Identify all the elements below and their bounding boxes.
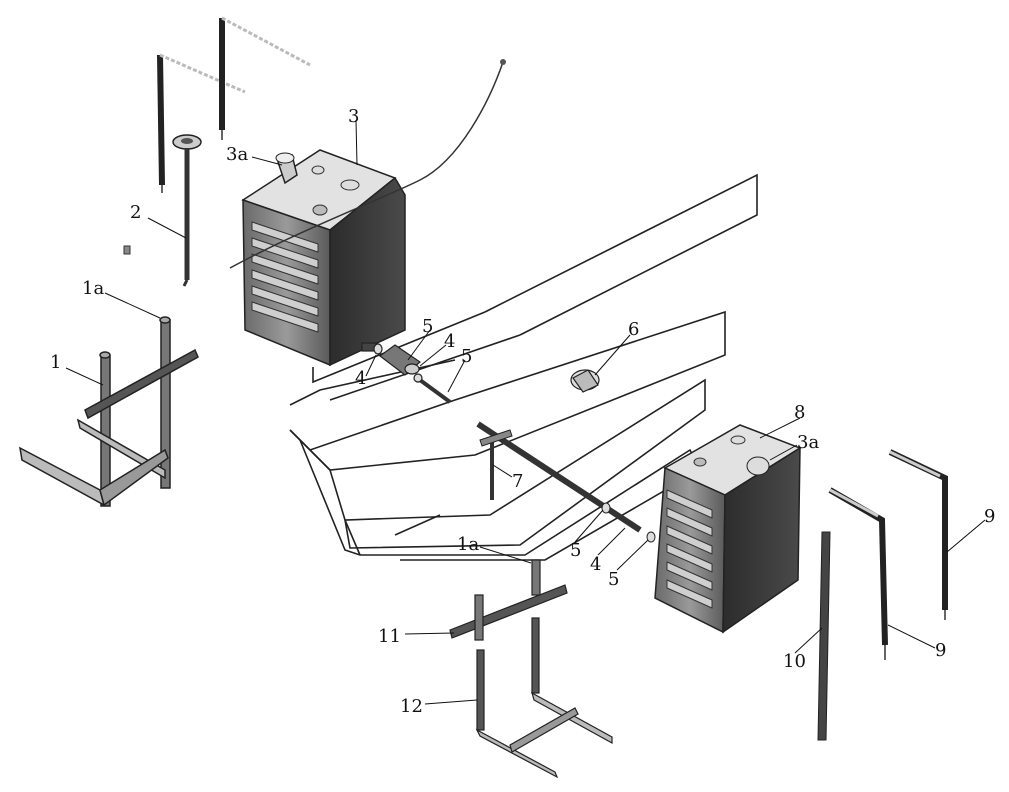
- label-1: 1: [50, 352, 61, 373]
- label-12: 12: [400, 696, 423, 717]
- label-6: 6: [628, 319, 639, 340]
- part-11-cross-member: [449, 559, 568, 641]
- leader-lines: [65, 119, 986, 705]
- label-2: 2: [130, 202, 141, 223]
- part-3a-filler-cap-right: [746, 456, 770, 476]
- part-3-fuel-tank-left: [229, 59, 506, 367]
- label-3: 3: [348, 106, 359, 127]
- label-4-a: 4: [355, 368, 366, 389]
- tank-8-ribs: [666, 489, 713, 609]
- tank-3-ribs: [251, 221, 319, 333]
- upper-fittings: [361, 342, 452, 404]
- part-1-bracket-left: [19, 316, 199, 507]
- label-9-a: 9: [984, 506, 995, 527]
- label-4-b: 4: [444, 331, 455, 352]
- label-7: 7: [512, 471, 523, 492]
- label-1a-bottom: 1a: [457, 534, 479, 555]
- part-6-clamp: [570, 369, 600, 393]
- part-8-fuel-tank-right: [654, 424, 802, 634]
- label-10: 10: [783, 651, 806, 672]
- label-4-c: 4: [590, 554, 601, 575]
- label-11: 11: [378, 626, 401, 647]
- strap-upper-left: [157, 54, 165, 186]
- part-10-bar: [817, 531, 831, 741]
- part-9-straps-right: [828, 449, 948, 660]
- callout-labels: 1 1a 2 3 3a 5 4 4 5 6 7 8 3a 9 9 10 5 4 …: [50, 106, 995, 717]
- part-12-bracket-lower: [475, 617, 613, 779]
- label-9-b: 9: [935, 640, 946, 661]
- part-2-fuel-sender: [123, 134, 202, 287]
- label-1a-left: 1a: [82, 278, 104, 299]
- label-8: 8: [794, 402, 805, 423]
- upper-straps: [157, 16, 311, 193]
- label-3a-left: 3a: [226, 144, 248, 165]
- label-5-d: 5: [608, 569, 619, 590]
- label-5-a: 5: [422, 316, 433, 337]
- label-3a-right: 3a: [797, 432, 819, 453]
- label-5-c: 5: [570, 540, 581, 561]
- label-5-b: 5: [461, 346, 472, 367]
- frame-rail-outline: [289, 173, 758, 561]
- part-7-crossover-pipe: [476, 421, 656, 543]
